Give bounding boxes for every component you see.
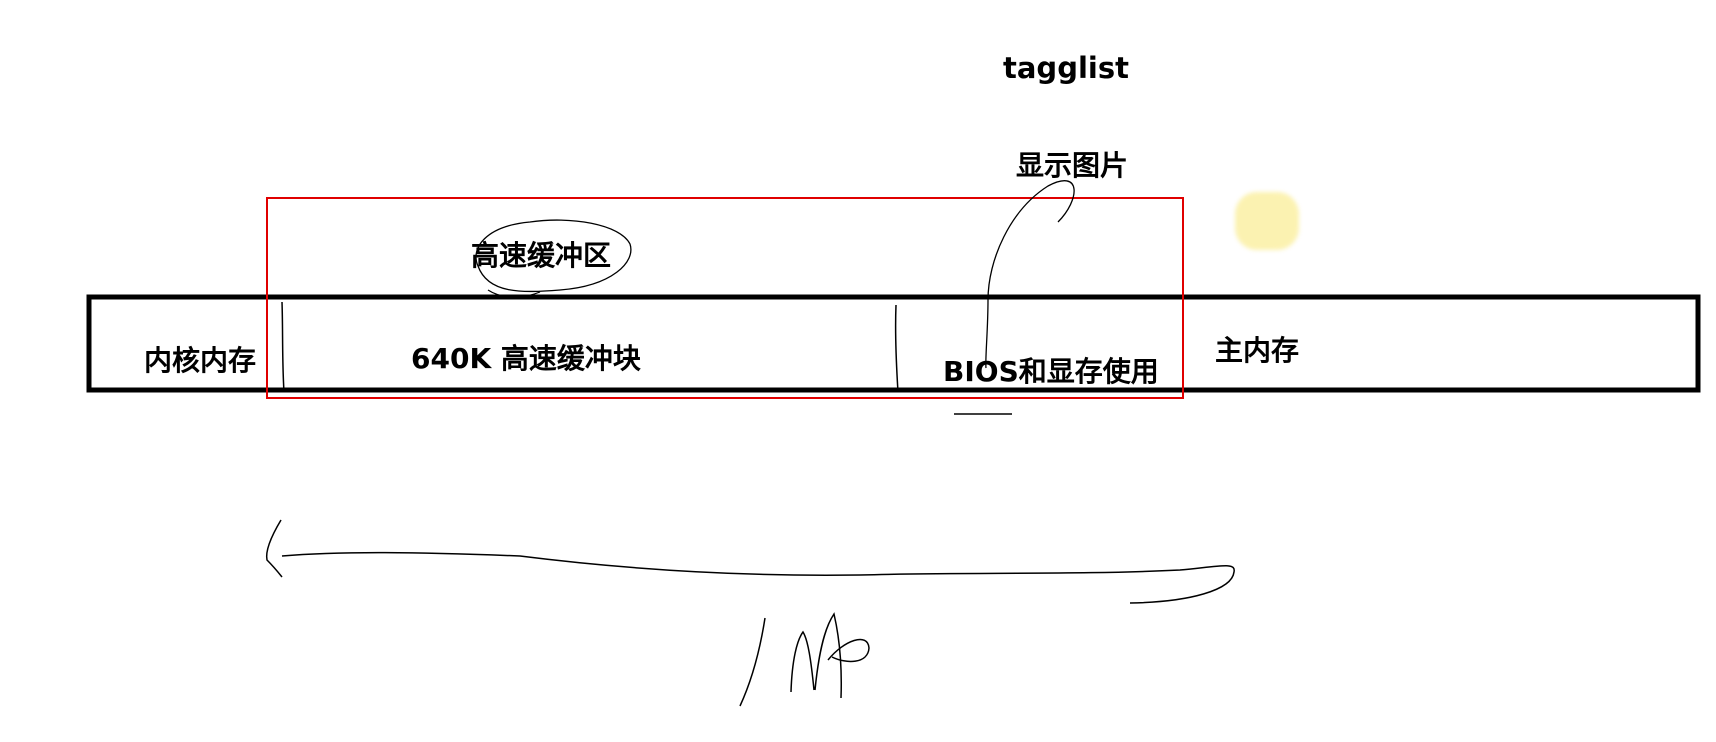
display-connector xyxy=(985,180,1075,369)
buffer-area-circle xyxy=(475,219,632,293)
display-image-label: 显示图片 xyxy=(1016,149,1129,182)
diagram-title: tagglist xyxy=(1003,51,1129,85)
kernel-memory-label: 内核内存 xyxy=(144,344,257,377)
handwritten-1m xyxy=(739,612,870,707)
memory-bar xyxy=(86,294,1701,393)
buffer-area-label: 高速缓冲区 xyxy=(471,239,612,272)
divider-buffer-bios xyxy=(894,304,899,393)
range-arrow-line xyxy=(281,551,1235,604)
main-memory-label: 主内存 xyxy=(1215,334,1300,367)
buffer-area-circle-tail xyxy=(487,289,541,298)
range-arrow xyxy=(265,519,283,578)
divider-kernel-buffer xyxy=(281,301,285,393)
buffer-block-label: 640K 高速缓冲块 xyxy=(411,342,641,375)
highlight-mark xyxy=(1235,192,1299,250)
bios-video-label: BIOS和显存使用 xyxy=(943,355,1159,388)
buffer-region-frame xyxy=(266,197,1184,399)
